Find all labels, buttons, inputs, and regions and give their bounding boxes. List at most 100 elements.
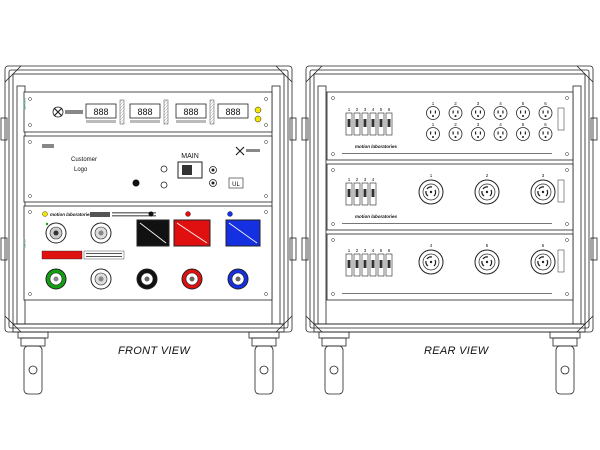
duplex-outlet-label: 3: [477, 122, 480, 127]
rear-panel2-twistlock-outlet[interactable]: [474, 179, 500, 205]
front-main-panel: Customer Logo MAIN UL: [23, 135, 273, 203]
duplex-outlet[interactable]: [538, 127, 553, 141]
main-label: MAIN: [181, 153, 199, 160]
front-meter-panel: SERIES 888 888 888 888: [23, 91, 273, 133]
warning-label-white: [83, 250, 125, 260]
rear-panel3-twistlock-outlet[interactable]: [418, 249, 444, 275]
front-caster-right: [248, 331, 280, 395]
output-connector-black[interactable]: [136, 268, 158, 290]
duplex-outlet[interactable]: [448, 127, 463, 141]
duplex-outlet[interactable]: [538, 106, 553, 120]
duplex-outlet[interactable]: [426, 106, 440, 120]
svg-text:888: 888: [93, 107, 108, 117]
duplex-outlet-label: 6: [544, 101, 547, 106]
rear-panel3-breaker-label: 6: [388, 248, 391, 253]
duplex-outlet-label: 5: [522, 122, 525, 127]
warning-label-red: [41, 250, 83, 260]
rear-panel3-twistlock-label: 4: [430, 243, 433, 248]
main-indicator-1: [209, 166, 217, 174]
rear-panel3-breaker-label: 3: [364, 248, 367, 253]
duplex-outlet[interactable]: [471, 127, 485, 141]
rear-panel2-breaker-label: 2: [356, 177, 359, 182]
front-view-label: FRONT VIEW: [118, 345, 191, 357]
input-connector-white[interactable]: [90, 222, 112, 244]
output-connector-red[interactable]: [181, 268, 203, 290]
rear-panel3-twistlock-outlet[interactable]: [474, 249, 500, 275]
rear-panel2-twistlock-label: 3: [542, 173, 545, 178]
digital-meter-2: 888: [129, 103, 161, 123]
rear-panel2-twistlock-outlet[interactable]: [530, 179, 556, 205]
duplex-outlet[interactable]: [426, 127, 440, 141]
duplex-outlet-label: 4: [499, 122, 502, 127]
motion-labs-logo: [52, 106, 83, 118]
svg-text:INPUT: INPUT: [23, 238, 27, 248]
rear-panel3-twistlock-outlet[interactable]: [530, 249, 556, 275]
duplex-outlet-label: 5: [522, 101, 525, 106]
duplex-outlet-label: 3: [477, 101, 480, 106]
digital-meter-3: 888: [175, 103, 207, 123]
rear-caster-left: [318, 331, 350, 395]
status-led-1: [254, 106, 262, 114]
output-connector-green[interactable]: [45, 268, 67, 290]
output-connector-blue[interactable]: [227, 268, 249, 290]
duplex-outlet[interactable]: [516, 106, 530, 120]
rear-panel2-brand: motion laboratories: [355, 214, 398, 219]
rear-panel3-breaker-label: 2: [356, 248, 359, 253]
rear-panel2-twistlock-outlet[interactable]: [418, 179, 444, 205]
front-connector-panel: INPUT motion laboratories: [23, 205, 273, 301]
rear-panel1-breaker-label: 5: [380, 107, 383, 112]
rear-panel3-twistlock-label: 5: [486, 243, 489, 248]
rear-panel1-breaker-label: 4: [372, 107, 375, 112]
rear-view-label: REAR VIEW: [424, 345, 489, 357]
rear-panel1-breaker-label: 1: [348, 107, 351, 112]
duplex-outlet-label: 2: [454, 122, 457, 127]
front-caster-left: [17, 331, 49, 395]
main-indicator-2: [209, 179, 217, 187]
rear-panel3-twistlock-label: 6: [542, 243, 545, 248]
meter-switch-2[interactable]: [163, 99, 169, 125]
rear-panel2-breaker-label: 1: [348, 177, 351, 182]
rear-panel1-breaker-label: 3: [364, 107, 367, 112]
digital-meter-1: 888: [85, 103, 117, 123]
rear-panel1-breaker-label: 6: [388, 107, 391, 112]
camlock-blue-box[interactable]: [225, 219, 261, 247]
duplex-outlet-label: 4: [499, 101, 502, 106]
duplex-outlet-label: 6: [544, 122, 547, 127]
rear-case: [301, 65, 598, 333]
duplex-outlet[interactable]: [493, 106, 508, 120]
duplex-outlet[interactable]: [493, 127, 508, 141]
meter-switch-3[interactable]: [209, 99, 215, 125]
customer-logo-line1: Customer: [71, 157, 97, 163]
output-connector-white[interactable]: [90, 268, 112, 290]
rear-panel3-breaker-label: 4: [372, 248, 375, 253]
svg-text:SERIES: SERIES: [23, 98, 27, 110]
duplex-outlet-label: 2: [454, 101, 457, 106]
duplex-outlet-label: 1: [432, 122, 435, 127]
front-case: [0, 65, 297, 333]
svg-text:888: 888: [225, 107, 240, 117]
rear-panel2-twistlock-label: 2: [486, 173, 489, 178]
input-connector-green[interactable]: [45, 222, 67, 244]
main-panel-logo: [235, 146, 260, 156]
rear-panel2-breaker-label: 3: [364, 177, 367, 182]
rear-panel3-breaker-label: 5: [380, 248, 383, 253]
rear-caster-right: [549, 331, 581, 395]
duplex-outlet[interactable]: [516, 127, 530, 141]
svg-text:888: 888: [183, 107, 198, 117]
svg-text:888: 888: [137, 107, 152, 117]
customer-logo-line2: Logo: [74, 167, 88, 173]
rear-panel2-breaker-label: 4: [372, 177, 375, 182]
meter-switch-1[interactable]: [119, 99, 125, 125]
status-led-2: [254, 115, 262, 123]
rear-panel1-breaker-label: 2: [356, 107, 359, 112]
pilot-lamp: [132, 179, 140, 187]
duplex-outlet-label: 1: [432, 101, 435, 106]
connector-panel-brand: motion laboratories: [50, 212, 93, 217]
svg-text:UL: UL: [232, 182, 240, 188]
duplex-outlet[interactable]: [471, 106, 485, 120]
duplex-outlet[interactable]: [448, 106, 463, 120]
